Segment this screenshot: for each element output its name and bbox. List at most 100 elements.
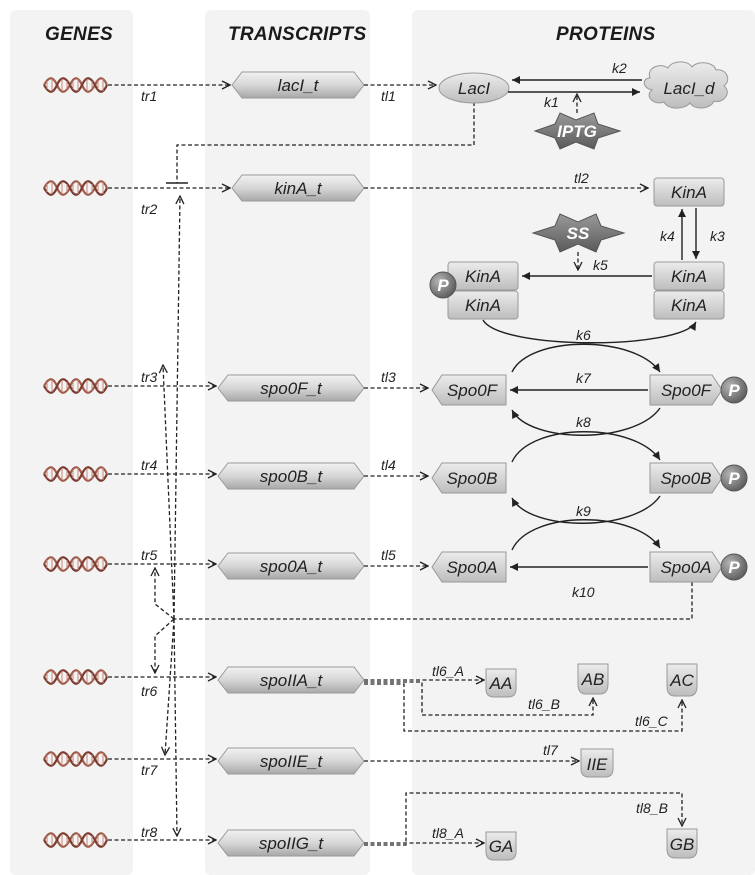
protein-Spo0A-P-label: Spo0A [660, 558, 711, 577]
k8-return-arrow [511, 407, 661, 436]
tr3-label: tr3 [141, 369, 158, 385]
protein-KinA-P-dimer-bottom-label: KinA [465, 296, 501, 315]
protein-Spo0B-P: Spo0B P [649, 462, 748, 494]
genes-title: GENES [45, 24, 114, 45]
k9-arrow [511, 519, 661, 551]
protein-KinA-dimer-top-label: KinA [671, 267, 707, 286]
transcripts-title: TRANSCRIPTS [228, 24, 367, 45]
tr2-label: tr2 [141, 201, 158, 217]
protein-KinA-P-dimer-top-label: KinA [465, 267, 501, 286]
tr4-label: tr4 [141, 457, 158, 473]
tr5-label: tr5 [141, 547, 158, 563]
genes-column [10, 10, 133, 875]
k6-arrow [482, 319, 697, 344]
tl6_A-label: tl6_A [432, 663, 464, 679]
protein-Spo0F-label: Spo0F [447, 381, 499, 400]
protein-Spo0B: Spo0B [431, 462, 507, 494]
k6-label: k6 [576, 327, 591, 343]
transcript-spoIIG_t-label: spoIIG_t [259, 834, 325, 853]
tr6-label: tr6 [141, 683, 158, 699]
tr7-label: tr7 [141, 762, 159, 778]
proteins-title: PROTEINS [556, 24, 656, 45]
Spo0B-phosphate-label: P [728, 469, 740, 488]
protein-AA: AA [485, 668, 517, 698]
protein-AB-label: AB [581, 670, 605, 689]
SS-signal: SS [531, 213, 626, 253]
protein-GB-label: GB [670, 835, 695, 854]
k8-arrow [511, 431, 661, 463]
protein-LacI_d-label: LacI_d [663, 79, 715, 98]
transcripts-column [205, 10, 370, 875]
transcript-lacI_t: lacI_t [231, 71, 365, 99]
tl8_B-arrow [364, 792, 682, 846]
Spo0A-phosphate-label: P [728, 558, 740, 577]
protein-GA-label: GA [489, 837, 514, 856]
dna-spoIIA-icon [42, 669, 109, 685]
transcript-spoIIE_t-label: spoIIE_t [260, 752, 324, 771]
k9-return-arrow [511, 495, 661, 524]
k10-label: k10 [572, 584, 595, 600]
protein-KinA-P-dimer: KinA KinA P [429, 261, 519, 320]
transcript-spo0A_t: spo0A_t [217, 552, 365, 580]
tl8_A-label: tl8_A [432, 825, 464, 841]
protein-IIE: IIE [580, 748, 614, 778]
transcript-spoIIG_t: spoIIG_t [217, 829, 365, 857]
k9-label: k9 [576, 503, 591, 519]
tl5-label: tl5 [381, 547, 396, 563]
IPTG-label: IPTG [557, 122, 597, 141]
tl7-label: tl7 [543, 742, 559, 758]
dna-spo0F-icon [42, 378, 109, 394]
transcript-spo0A_t-label: spo0A_t [260, 557, 324, 576]
dna-spoIIE-icon [42, 751, 109, 767]
protein-IIE-label: IIE [587, 755, 608, 774]
k5-label: k5 [593, 257, 608, 273]
lacI-repression-line [176, 102, 475, 183]
protein-Spo0F-P-label: Spo0F [661, 381, 713, 400]
Spo0F-phosphate-label: P [728, 381, 740, 400]
tl2-label: tl2 [574, 170, 589, 186]
k3-label: k3 [710, 228, 725, 244]
protein-AA-label: AA [489, 674, 513, 693]
transcript-kinA_t: kinA_t [231, 174, 365, 202]
dna-lacI-icon [42, 77, 109, 93]
protein-AC-label: AC [669, 671, 694, 690]
transcript-kinA_t-label: kinA_t [274, 179, 323, 198]
protein-LacI: LacI [438, 72, 510, 104]
protein-AC: AC [666, 663, 698, 697]
transcript-spo0F_t: spo0F_t [217, 374, 365, 402]
protein-KinA: KinA [653, 177, 725, 207]
transcript-lacI_t-label: lacI_t [278, 76, 320, 95]
protein-LacI-label: LacI [458, 79, 490, 98]
spo0A-regulation-lines [155, 196, 693, 836]
transcript-spo0F_t-label: spo0F_t [260, 379, 323, 398]
protein-Spo0F-P: Spo0F P [649, 374, 748, 406]
transcript-spoIIE_t: spoIIE_t [217, 747, 365, 775]
k1-label: k1 [544, 94, 559, 110]
protein-LacI_d: LacI_d [643, 61, 729, 109]
dna-spoIIG-icon [42, 832, 109, 848]
protein-KinA-dimer: KinA KinA [653, 261, 725, 320]
k7-label: k7 [576, 370, 592, 386]
KinA-phosphate-label: P [437, 276, 449, 295]
SS-label: SS [567, 224, 590, 243]
protein-KinA-dimer-bottom-label: KinA [671, 296, 707, 315]
tl8_B-label: tl8_B [636, 800, 668, 816]
tl6_C-label: tl6_C [635, 713, 669, 729]
protein-KinA-label: KinA [671, 183, 707, 202]
IPTG-signal: IPTG [533, 112, 622, 150]
tl6_B-arrow [364, 681, 593, 716]
tr8-label: tr8 [141, 824, 158, 840]
tl3-label: tl3 [381, 369, 396, 385]
protein-GA: GA [485, 831, 517, 861]
protein-Spo0F: Spo0F [431, 374, 507, 406]
protein-GB: GB [666, 828, 698, 859]
transcript-spoIIA_t: spoIIA_t [217, 666, 365, 694]
transcript-spo0B_t: spo0B_t [217, 462, 365, 490]
k8-label: k8 [576, 414, 591, 430]
dna-spo0B-icon [42, 466, 109, 482]
protein-Spo0A-label: Spo0A [446, 558, 497, 577]
dna-kinA-icon [42, 180, 109, 196]
tl1-label: tl1 [381, 88, 396, 104]
tl6_B-label: tl6_B [528, 696, 560, 712]
